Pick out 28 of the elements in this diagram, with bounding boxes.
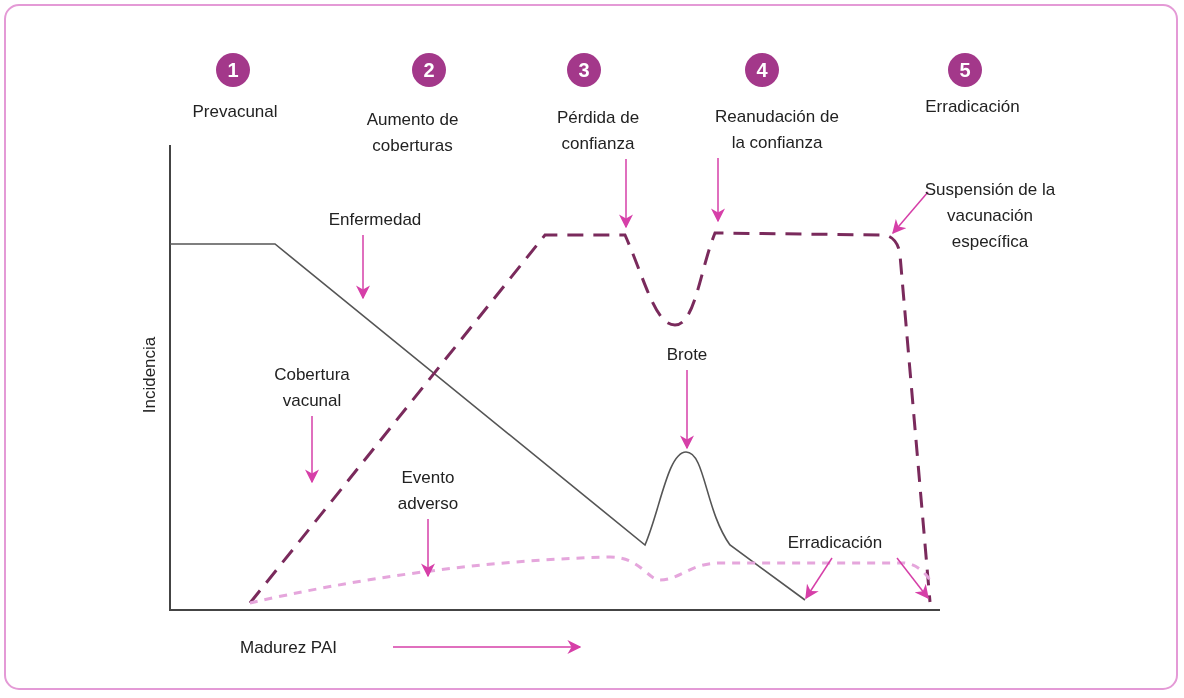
leader-line xyxy=(619,158,633,229)
step-number: 5 xyxy=(948,53,982,87)
curve-label: Brote xyxy=(647,342,727,368)
leader-line xyxy=(711,157,725,223)
leader-line xyxy=(680,369,694,450)
curve-label: Suspensión de la vacunación específica xyxy=(920,177,1060,255)
step-number: 1 xyxy=(216,53,250,87)
step-number: 2 xyxy=(412,53,446,87)
phase-label: Prevacunal xyxy=(191,101,279,123)
step-number: 3 xyxy=(567,53,601,87)
phase-label: Erradicación xyxy=(924,96,1021,118)
curve-label: Pérdida de confianza xyxy=(548,105,648,157)
leader-line xyxy=(805,557,833,600)
curve-label: Erradicación xyxy=(783,530,887,556)
leader-line xyxy=(892,191,929,235)
leader-line xyxy=(896,557,929,600)
axis-label: Madurez PAI xyxy=(240,637,338,659)
coverage-curve xyxy=(248,231,932,604)
curve-label: Enfermedad xyxy=(315,207,435,233)
phase-label: Aumento de coberturas xyxy=(365,109,460,157)
curve-label: Evento adverso xyxy=(380,465,476,517)
axis-label: Incidencia xyxy=(139,335,160,416)
step-number: 4 xyxy=(745,53,779,87)
curve-label: Reanudación de la confianza xyxy=(712,104,842,156)
leader-line xyxy=(305,415,319,484)
leader-line xyxy=(421,518,435,578)
leader-line xyxy=(356,234,370,300)
curve-label: Cobertura vacunal xyxy=(262,362,362,414)
